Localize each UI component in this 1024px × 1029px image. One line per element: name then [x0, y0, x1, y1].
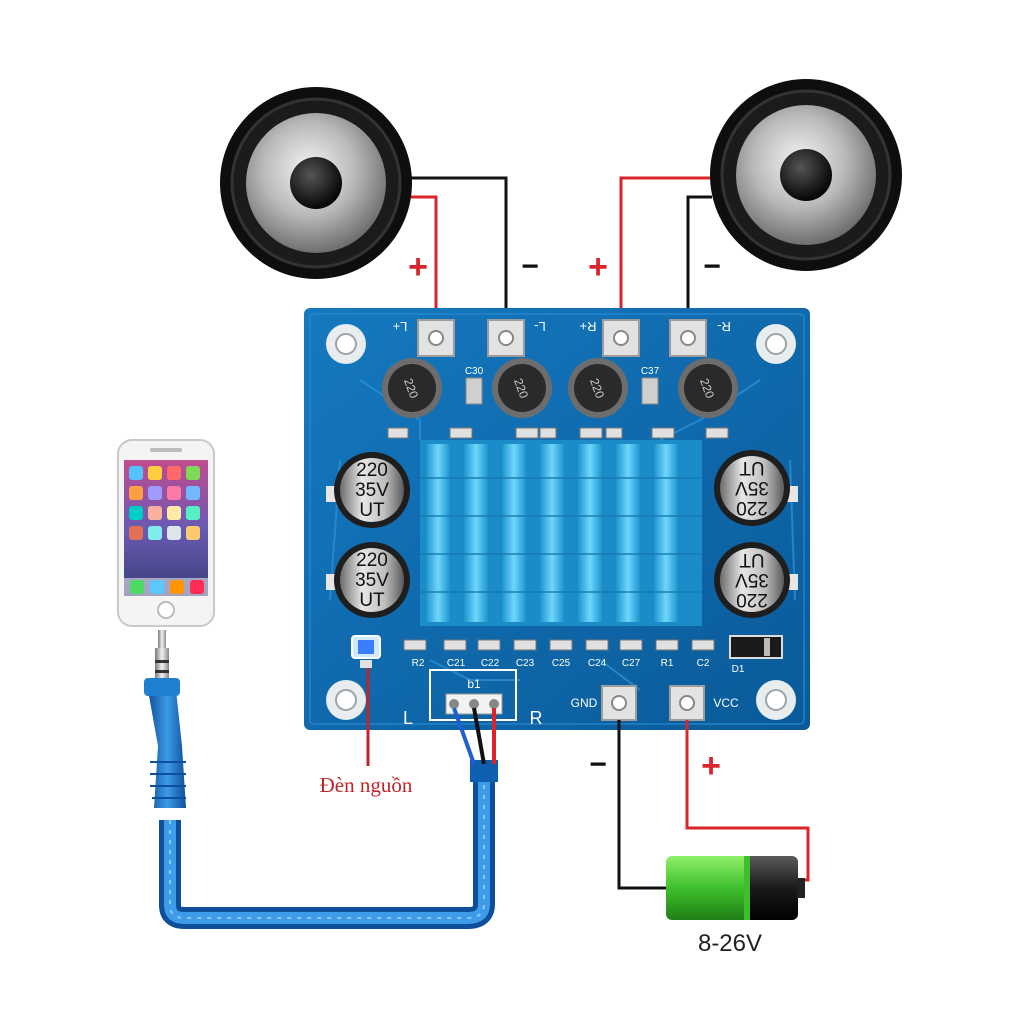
- silk-c22: C22: [481, 658, 500, 669]
- cap-label-1: 220: [736, 589, 768, 610]
- silk-c37: C37: [641, 366, 660, 377]
- capacitor-top-left: 220 35V UT: [326, 452, 410, 528]
- silk-c30: C30: [465, 366, 484, 377]
- terminal-gnd-label: GND: [571, 696, 598, 710]
- inductor-label: 220: [697, 377, 717, 401]
- mounting-holes: [326, 324, 796, 720]
- silk-r1: R1: [661, 658, 674, 669]
- inductor-label: 220: [587, 377, 607, 401]
- smd-bottom-row: [403, 639, 715, 651]
- inductor-label: 220: [401, 377, 421, 401]
- silk-c27: C27: [622, 658, 641, 669]
- cap-label-3: UT: [359, 500, 385, 521]
- terminal-l-plus-label: L+: [393, 319, 408, 334]
- inductors: 220 220 220 220: [382, 358, 738, 418]
- capacitor-top-right: 220 35V UT: [714, 450, 798, 526]
- left-speaker: [220, 87, 412, 279]
- audio-cable: [144, 630, 498, 929]
- right-speaker-plus-label: +: [588, 248, 608, 286]
- silk-d1: D1: [732, 664, 745, 675]
- right-channel-label: R: [530, 708, 543, 728]
- capacitor-bottom-right: 220 35V UT: [714, 542, 798, 618]
- power-minus-label: −: [589, 748, 607, 781]
- terminal-l-minus-label: L-: [534, 319, 546, 334]
- cap-label-1: 220: [736, 497, 768, 518]
- cap-label-2: 35V: [735, 477, 769, 498]
- cap-label-3: UT: [739, 549, 765, 570]
- cap-label-2: 35V: [355, 480, 389, 501]
- terminal-gnd[interactable]: [601, 685, 637, 721]
- power-wires: [617, 720, 810, 890]
- cap-label-2: 35V: [355, 570, 389, 591]
- heatsink: [420, 440, 702, 626]
- cap-label-1: 220: [356, 460, 388, 481]
- terminal-r-plus[interactable]: [602, 319, 640, 357]
- amplifier-board: L+ L- R+ R- 220 220: [304, 308, 810, 730]
- smartphone: [117, 439, 215, 627]
- terminal-vcc[interactable]: [669, 685, 705, 721]
- terminal-l-plus[interactable]: [417, 319, 455, 357]
- left-speaker-plus-label: +: [408, 248, 428, 286]
- silk-c25: C25: [552, 658, 571, 669]
- audio-input-header[interactable]: [429, 669, 517, 721]
- silk-r2: R2: [412, 658, 425, 669]
- smd-top-row: [387, 427, 729, 439]
- terminal-l-minus[interactable]: [487, 319, 525, 357]
- terminal-vcc-label: VCC: [713, 696, 739, 710]
- cap-label-2: 35V: [735, 569, 769, 590]
- left-speaker-minus-label: −: [521, 250, 539, 283]
- app-icons: [124, 466, 208, 596]
- terminal-r-minus[interactable]: [669, 319, 707, 357]
- silkscreen-bottom-row: R2 C21 C22 C23 C25 C24 C27 R1 C2 D1: [412, 658, 745, 675]
- capacitor-bottom-left: 220 35V UT: [326, 542, 410, 618]
- speaker-wires: [408, 176, 718, 318]
- led-caption: Đèn nguồn: [320, 773, 413, 797]
- inductor-label: 220: [511, 377, 531, 401]
- power-led: [351, 635, 381, 668]
- battery: [666, 856, 805, 920]
- silk-c21: C21: [447, 658, 466, 669]
- battery-voltage: 8-26V: [698, 930, 762, 957]
- right-speaker: [710, 79, 902, 271]
- terminal-r-plus-label: R+: [580, 319, 597, 334]
- left-channel-label: L: [403, 708, 413, 728]
- power-plus-label: +: [701, 747, 721, 785]
- silk-c23: C23: [516, 658, 535, 669]
- terminal-r-minus-label: R-: [717, 319, 731, 334]
- right-speaker-minus-label: −: [703, 250, 721, 283]
- cap-label-1: 220: [356, 550, 388, 571]
- diode-d1: [729, 635, 783, 659]
- cap-label-3: UT: [739, 457, 765, 478]
- silk-c2: C2: [697, 658, 710, 669]
- silk-c24: C24: [588, 658, 607, 669]
- cap-label-3: UT: [359, 590, 385, 611]
- input-header-label: b1: [467, 677, 481, 691]
